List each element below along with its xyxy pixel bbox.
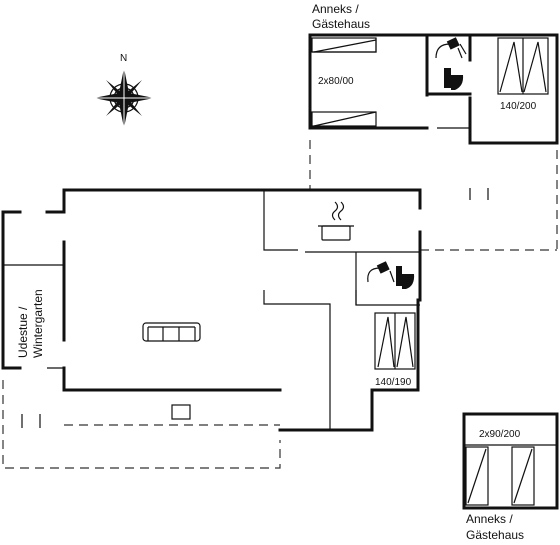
compass-rose-icon xyxy=(94,68,154,128)
annex-top xyxy=(308,33,559,251)
wintergarden xyxy=(1,210,66,370)
shower-icon xyxy=(435,37,467,59)
main-bed-size: 140/190 xyxy=(375,377,412,388)
wintergarden-label: Udestue / Wintergarten xyxy=(16,289,45,358)
terrace-outline xyxy=(2,380,281,469)
main-house xyxy=(62,188,422,432)
annex-top-bed-size-2: 140/200 xyxy=(500,101,537,112)
annex-bottom-title: Anneks / Gästehaus xyxy=(466,512,524,542)
bed-icon xyxy=(374,312,416,370)
sofa-icon xyxy=(142,322,201,342)
bed-icon xyxy=(465,446,535,506)
bed-icon xyxy=(311,37,377,127)
shower-icon xyxy=(367,261,395,283)
toilet-icon xyxy=(396,266,415,289)
annex-top-title: Anneks / Gästehaus xyxy=(312,2,370,31)
annex-top-bed-size-1: 2x80/00 xyxy=(318,76,354,87)
bed-icon xyxy=(497,37,549,95)
annex-bottom-bed-size: 2x90/200 xyxy=(479,429,521,440)
annex-bottom xyxy=(462,412,559,510)
compass-north-label: N xyxy=(120,53,127,64)
cooking-pot-icon xyxy=(318,201,354,241)
toilet-icon xyxy=(444,68,464,90)
